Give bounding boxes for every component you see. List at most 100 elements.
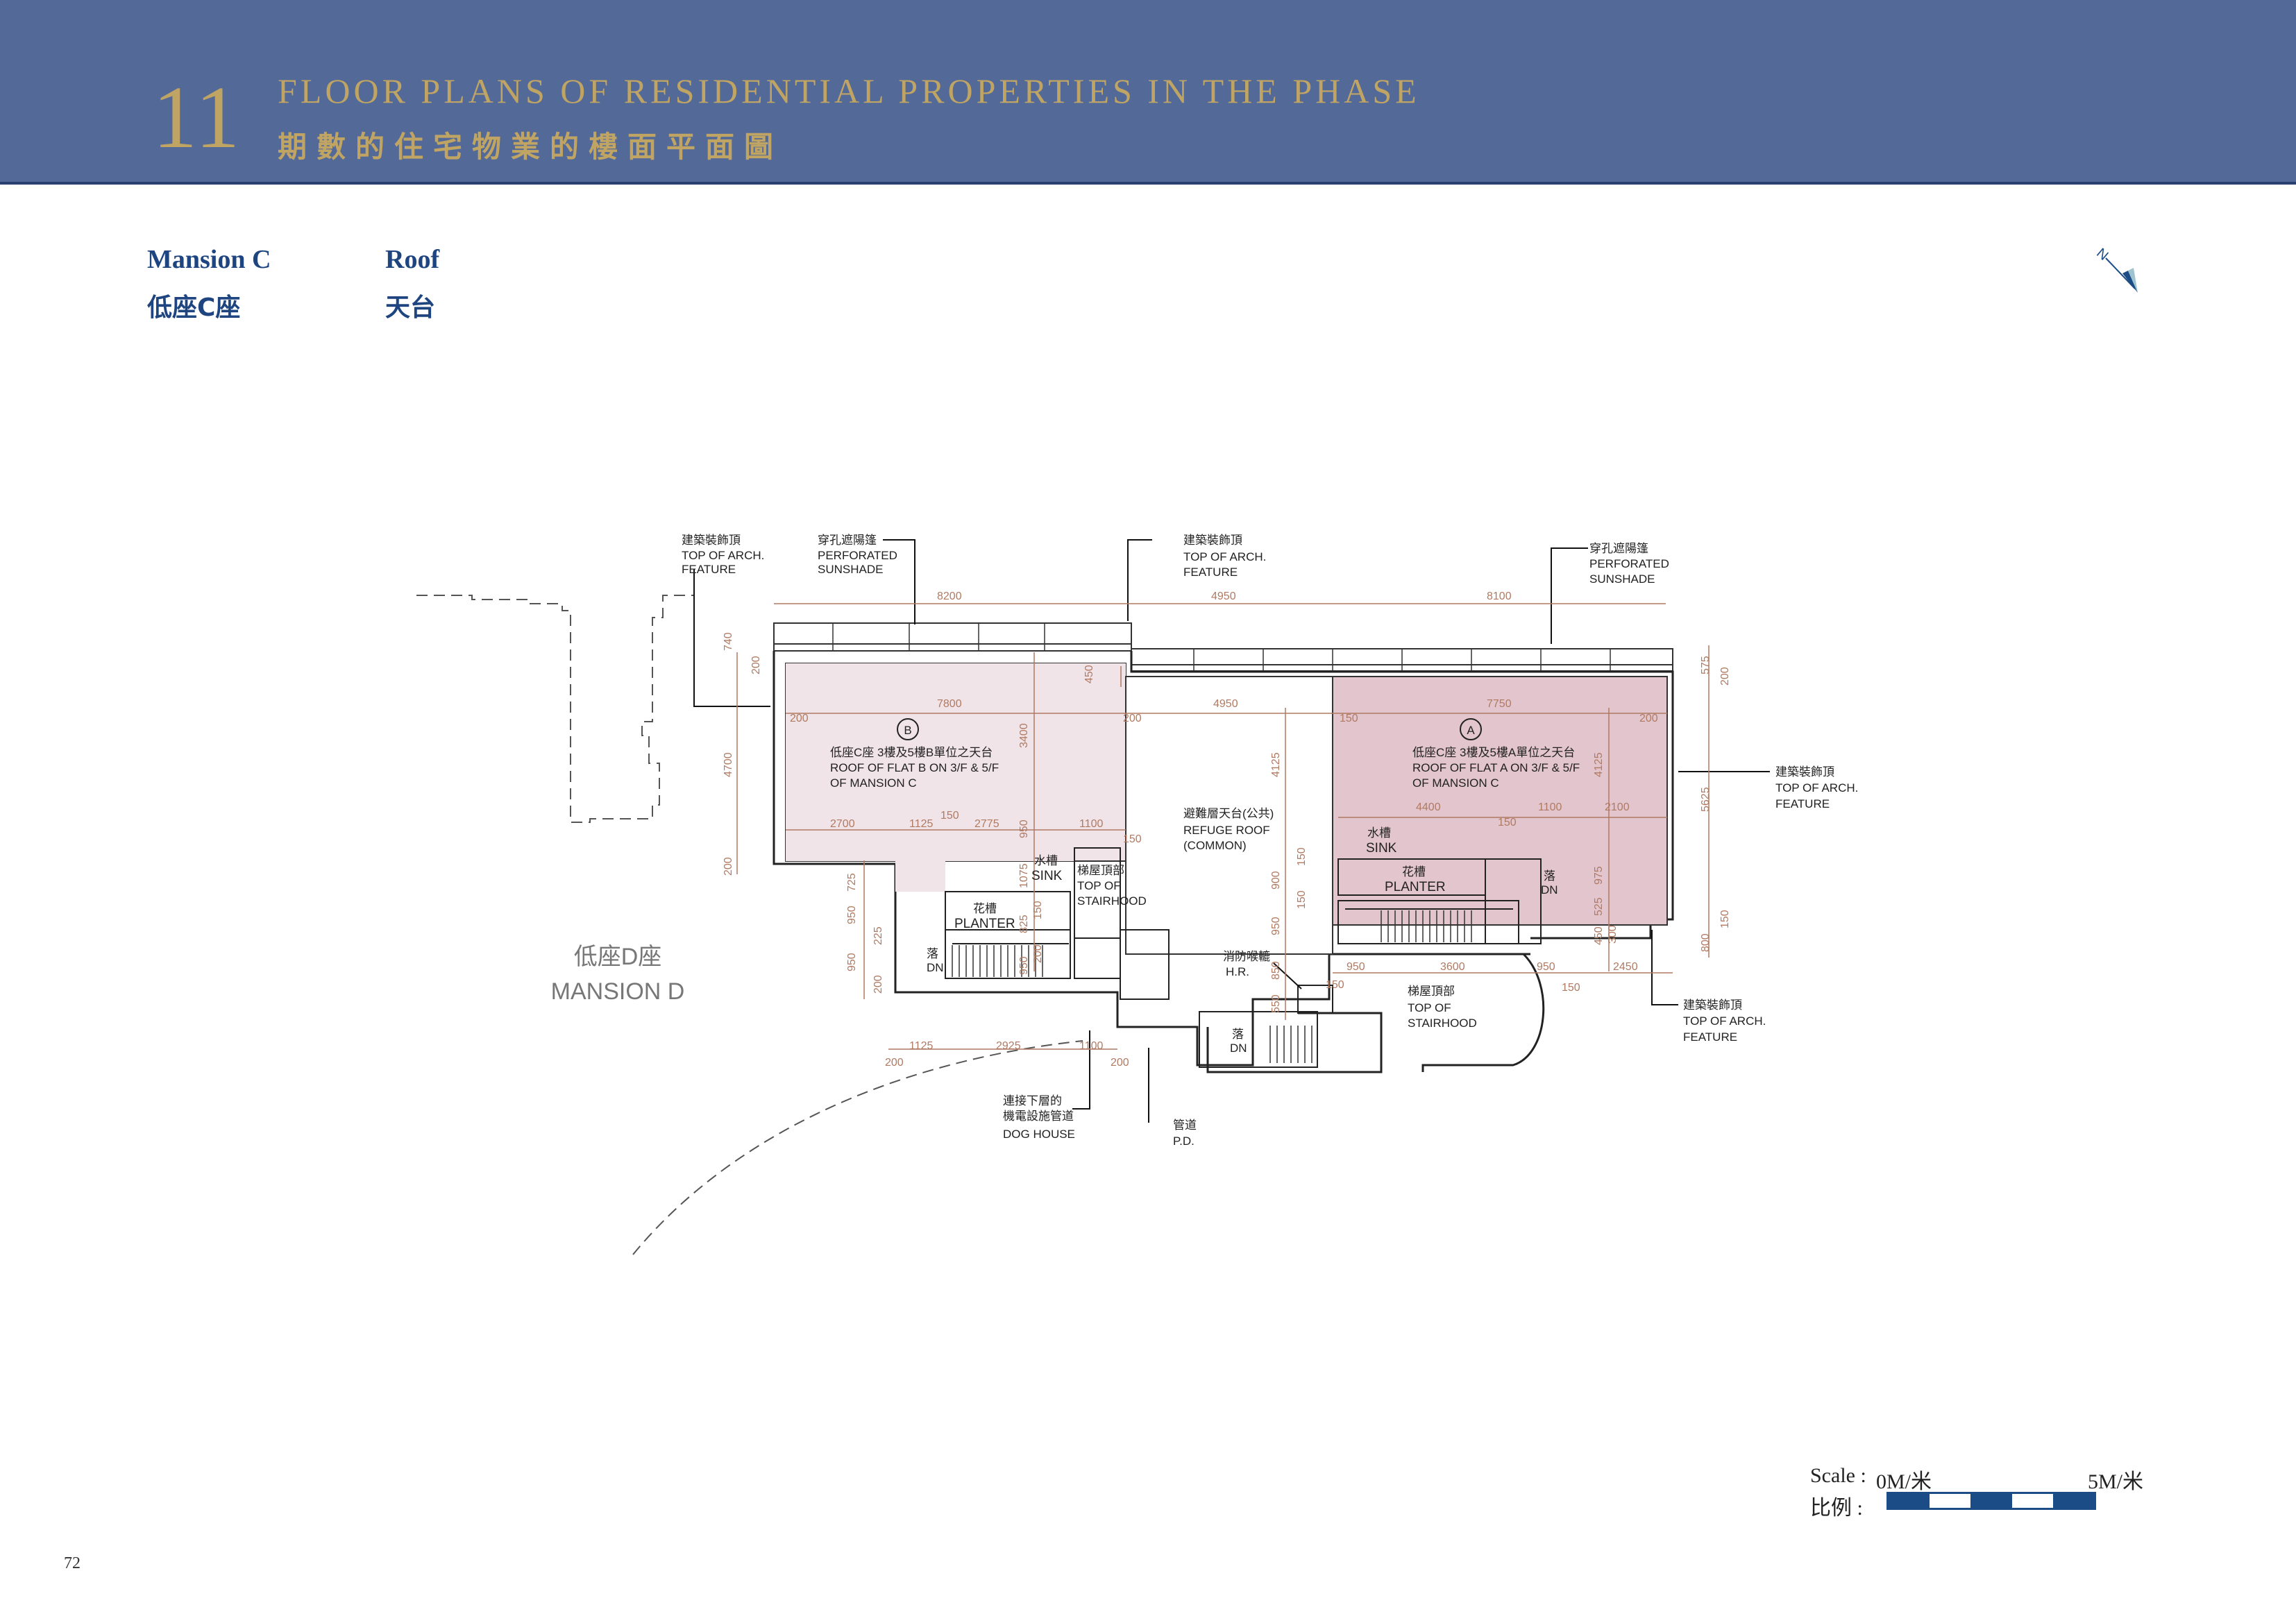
dimension-lines [736,603,1710,1050]
stair-a-zh: 梯屋頂部 [1408,985,1455,998]
svg-text:1100: 1100 [1538,801,1562,813]
svg-text:150: 150 [1123,833,1142,845]
svg-text:3400: 3400 [1018,723,1030,748]
svg-text:450: 450 [1083,665,1095,683]
svg-text:4700: 4700 [723,752,734,777]
svg-text:4950: 4950 [1211,590,1236,602]
svg-text:7800: 7800 [937,698,962,710]
arch-feature-3-zh: 建築裝飾頂 [1775,765,1834,779]
pipe-duct-zh: 管道 [1173,1119,1197,1132]
svg-text:2100: 2100 [1605,801,1630,813]
horizontal-dimension-texts: 8200 4950 8100 7800 4950 7750 200 200 15… [790,590,1658,1069]
planter-a-en: PLANTER [1385,880,1446,894]
svg-text:825: 825 [1018,915,1030,933]
svg-text:950: 950 [1018,956,1030,975]
section-number: 11 [153,68,242,167]
svg-text:2925: 2925 [996,1040,1021,1052]
sink-b-zh: 水槽 [1034,854,1058,867]
sink-a-en: SINK [1366,841,1397,856]
hose-reel-zh: 消防喉轆 [1223,950,1270,963]
svg-text:150: 150 [1498,817,1517,829]
arch-feature-4-en1: TOP OF ARCH. [1683,1014,1766,1028]
scale-bar-segment [1889,1494,1930,1508]
scale-bar-segment [2052,1494,2095,1508]
refuge-roof-en1: REFUGE ROOF [1183,824,1270,837]
flat-b-label-en1: ROOF OF FLAT B ON 3/F & 5/F [830,761,999,774]
svg-text:1075: 1075 [1018,863,1030,888]
flat-a-label-en2: OF MANSION C [1412,776,1499,790]
svg-text:200: 200 [885,1057,904,1069]
arch-feature-3-en1: TOP OF ARCH. [1775,781,1858,794]
down-a-en: DN [1541,883,1558,897]
planter-b-en: PLANTER [954,917,1015,931]
svg-text:200: 200 [1639,713,1658,724]
svg-text:950: 950 [846,906,858,924]
svg-text:525: 525 [1593,897,1605,916]
svg-text:4125: 4125 [1270,752,1282,777]
svg-text:975: 975 [1593,866,1605,885]
svg-text:950: 950 [1347,961,1365,973]
svg-text:150: 150 [1296,847,1308,866]
svg-text:800: 800 [1700,933,1712,952]
svg-text:150: 150 [1719,910,1731,928]
sunshade-2-en2: SUNSHADE [1589,572,1655,586]
mansion-d-outline [416,595,1083,1255]
planter-b-zh: 花槽 [973,902,997,915]
arch-feature-4-zh: 建築裝飾頂 [1683,999,1742,1012]
svg-text:150: 150 [1296,890,1308,909]
arch-feature-2-en2: FEATURE [1183,566,1238,579]
arch-feature-1-en1: TOP OF ARCH. [682,549,764,562]
refuge-roof-area [1125,676,1333,955]
stair-treads [952,910,1472,1063]
svg-text:450: 450 [1593,926,1605,945]
stair-a-en2: STAIRHOOD [1408,1017,1477,1030]
sunshade-1-en2: SUNSHADE [818,563,883,576]
scale-bar [1886,1492,2096,1510]
svg-text:900: 900 [1270,871,1282,890]
scale-label-en: Scale : [1810,1464,1866,1487]
arch-feature-1-zh: 建築裝飾頂 [682,534,741,547]
svg-text:4950: 4950 [1213,698,1238,710]
north-arrow-icon: N [2095,246,2138,293]
svg-text:200: 200 [1719,667,1731,686]
arch-feature-1-en2: FEATURE [682,563,736,576]
dog-house-en: DOG HOUSE [1003,1128,1075,1141]
stair-b-en1: TOP OF [1077,879,1121,892]
flat-b-marker [897,718,919,740]
refuge-roof-en2: (COMMON) [1183,839,1247,852]
down-c-en: DN [1230,1042,1247,1055]
svg-text:200: 200 [750,656,762,674]
svg-text:150: 150 [1032,901,1044,919]
flat-b-marker-label: B [904,724,911,737]
svg-text:950: 950 [1270,917,1282,935]
stair-b-zh: 梯屋頂部 [1077,864,1124,877]
flat-b-label-en2: OF MANSION C [830,776,917,790]
svg-text:740: 740 [723,632,734,651]
svg-text:150: 150 [940,810,959,822]
building-name-zh: 低座C座 [147,294,241,322]
scale-end: 5M/米 [2088,1470,2144,1493]
svg-text:200: 200 [723,857,734,876]
vertical-dimension-texts: 740 200 4700 200 725 950 225 950 200 450… [723,632,1731,1013]
dog-house-zh2: 機電設施管道 [1003,1110,1074,1123]
down-b-en: DN [927,961,944,974]
svg-text:950: 950 [1537,961,1555,973]
svg-text:725: 725 [846,873,858,892]
pipe-duct-en: P.D. [1173,1135,1195,1148]
svg-text:200: 200 [1111,1057,1129,1069]
mansion-d-en: MANSION D [551,978,685,1005]
svg-text:2450: 2450 [1613,961,1638,973]
flat-a-label-en1: ROOF OF FLAT A ON 3/F & 5/F [1412,761,1580,774]
svg-text:850: 850 [1270,961,1282,980]
floor-name-zh: 天台 [385,294,436,322]
svg-text:1100: 1100 [1079,1040,1104,1052]
svg-text:150: 150 [1340,713,1358,724]
arch-feature-2-en1: TOP OF ARCH. [1183,550,1266,563]
svg-text:300: 300 [1607,925,1619,944]
sunshade-1-en1: PERFORATED [818,549,897,562]
sunshade-2-zh: 穿孔遮陽篷 [1589,542,1648,555]
scale-bar-segment [2011,1494,2053,1508]
sunshade-1-zh: 穿孔遮陽篷 [818,534,877,547]
flat-a-marker [1460,718,1482,740]
